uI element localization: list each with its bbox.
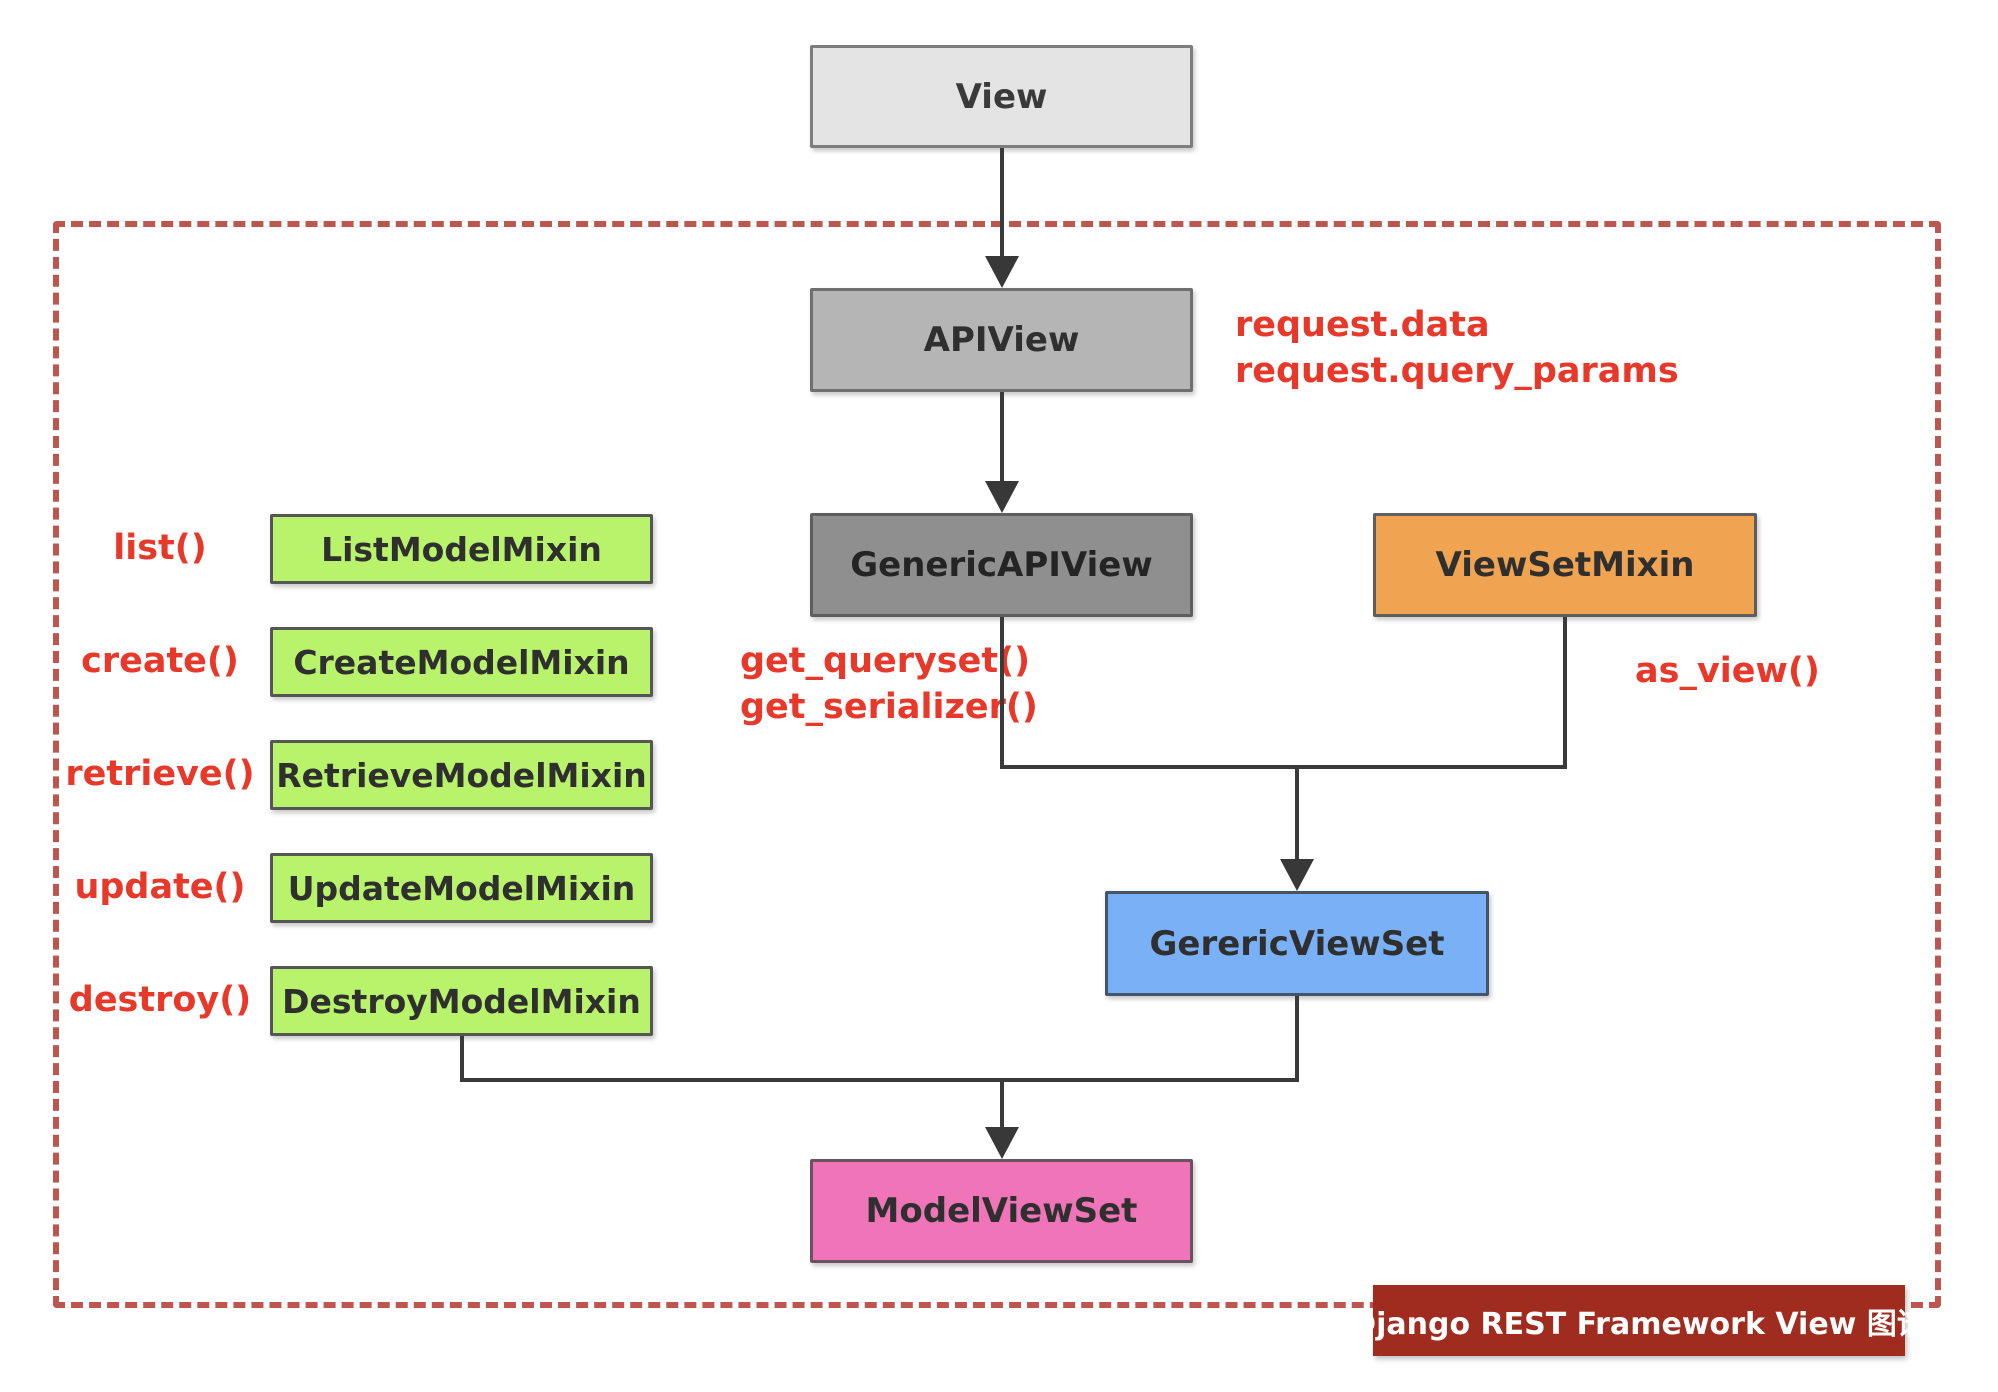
annotation-apiview-request: request.data request.query_params <box>1235 302 1679 394</box>
edge-top-junction-line <box>1000 765 1567 769</box>
annotation-viewset-mixin-asview: as_view() <box>1635 651 1820 691</box>
method-label-list: list() <box>113 528 207 568</box>
edge-view-to-apiview-stem <box>1000 148 1004 258</box>
annotation-get-serializer: get_serializer() <box>740 687 1038 727</box>
node-create-model-mixin: CreateModelMixin <box>270 627 653 697</box>
arrowhead-into-apiview <box>985 256 1019 288</box>
arrowhead-into-model-viewset <box>985 1127 1019 1159</box>
method-label-update: update() <box>74 867 246 907</box>
arrowhead-into-generic-apiview <box>985 481 1019 513</box>
edge-viewset-mixin-drop <box>1563 617 1567 769</box>
diagram-title-badge: Django REST Framework View 图谱 <box>1351 1285 1927 1356</box>
node-update-model-mixin-label: UpdateModelMixin <box>287 868 636 908</box>
node-apiview: APIView <box>810 288 1193 392</box>
node-list-model-mixin: ListModelMixin <box>270 514 653 584</box>
node-viewset-mixin: ViewSetMixin <box>1373 513 1757 617</box>
node-destroy-model-mixin: DestroyModelMixin <box>270 966 653 1036</box>
node-update-model-mixin: UpdateModelMixin <box>270 853 653 923</box>
node-generic-apiview-label: GenericAPIView <box>850 545 1153 585</box>
method-label-destroy: destroy() <box>68 980 252 1020</box>
node-create-model-mixin-label: CreateModelMixin <box>293 642 630 682</box>
node-list-model-mixin-label: ListModelMixin <box>321 529 602 569</box>
edge-apiview-to-generic-stem <box>1000 392 1004 482</box>
annotation-generic-apiview-methods: get_queryset() get_serializer() <box>740 638 1038 730</box>
node-model-viewset-label: ModelViewSet <box>865 1191 1138 1231</box>
node-generic-viewset-label: GerericViewSet <box>1149 923 1445 964</box>
node-retrieve-model-mixin-label: RetrieveModelMixin <box>276 755 647 795</box>
edge-destroy-mixin-drop <box>460 1036 464 1082</box>
dashed-boundary-frame <box>53 221 1941 1308</box>
node-model-viewset: ModelViewSet <box>810 1159 1193 1263</box>
node-generic-apiview: GenericAPIView <box>810 513 1193 617</box>
node-view: View <box>810 45 1193 148</box>
node-destroy-model-mixin-label: DestroyModelMixin <box>282 981 641 1021</box>
annotation-request-query-params: request.query_params <box>1235 351 1679 391</box>
node-apiview-label: APIView <box>923 320 1080 360</box>
arrowhead-into-generic-viewset <box>1280 859 1314 891</box>
node-view-label: View <box>955 76 1048 117</box>
method-label-create: create() <box>81 641 239 681</box>
node-generic-viewset: GerericViewSet <box>1105 891 1489 996</box>
node-retrieve-model-mixin: RetrieveModelMixin <box>270 740 653 810</box>
method-label-retrieve: retrieve() <box>65 754 255 794</box>
annotation-get-queryset: get_queryset() <box>740 641 1031 681</box>
edge-junction-to-model-viewset-stem <box>1000 1082 1004 1128</box>
annotation-request-data: request.data <box>1235 305 1490 345</box>
edge-generic-viewset-drop <box>1295 996 1299 1082</box>
edge-bottom-junction-line <box>460 1078 1299 1082</box>
edge-generic-apiview-drop <box>1000 617 1004 769</box>
edge-junction-to-generic-viewset-stem <box>1295 765 1299 860</box>
node-viewset-mixin-label: ViewSetMixin <box>1435 545 1695 585</box>
